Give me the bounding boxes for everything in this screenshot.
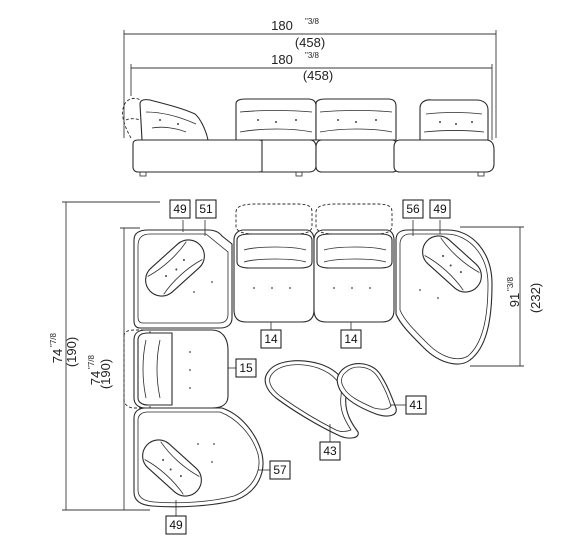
right-dimension (460, 226, 524, 367)
top-dim-outer-frac: "3/8 (305, 17, 320, 26)
label-module-j: 57 (269, 460, 291, 480)
top-dim-inner-in: 180 (271, 52, 293, 67)
label-module-e: 14 (260, 329, 282, 349)
left-dim-outer-label: 74 "7/8 (49, 332, 65, 363)
left-dim-inner-label: 74 "7/8 (87, 354, 103, 385)
module-right-curved (395, 229, 493, 365)
top-dimension-outer (123, 30, 497, 138)
label-module-h: 41 (405, 395, 427, 415)
front-elevation (122, 97, 495, 177)
module-center-left (233, 203, 315, 323)
label-module-h-text: 41 (409, 398, 423, 412)
top-dimension-inner (130, 64, 493, 140)
left-dim-inner-in: 74 (88, 371, 103, 385)
label-module-f-text: 14 (344, 332, 358, 346)
top-dim-outer-in: 180 (271, 18, 293, 33)
right-dim-cm-label: (232) (528, 283, 543, 313)
right-dim-label: 91 "3/8 (506, 276, 522, 307)
label-module-d-text: 49 (433, 202, 447, 216)
right-dim-in: 91 (507, 293, 522, 307)
left-dim-outer-in: 74 (50, 349, 65, 363)
leader-lines (175, 220, 441, 516)
label-module-j-text: 57 (273, 463, 287, 477)
label-module-b-text: 51 (199, 202, 213, 216)
label-module-i: 43 (319, 441, 341, 461)
left-dim-inner-cm: (190) (98, 359, 113, 389)
left-dim-inner-cm-label: (190) (98, 359, 113, 389)
left-dim-outer-cm: (190) (64, 337, 79, 367)
left-dim-outer-cm-label: (190) (64, 337, 79, 367)
label-module-b: 51 (195, 199, 217, 219)
module-corner-top-left (133, 229, 233, 329)
module-left-middle (123, 329, 229, 409)
label-module-i-text: 43 (323, 444, 337, 458)
label-module-a-text: 49 (173, 202, 187, 216)
label-module-k-text: 49 (169, 518, 183, 532)
top-dim-inner-cm: (458) (303, 68, 333, 83)
pebble-table-small (336, 363, 397, 417)
module-center-right (313, 203, 395, 323)
module-bottom-left-curved (133, 407, 264, 508)
top-dim-inner-frac: "3/8 (305, 51, 320, 60)
label-module-g: 15 (235, 358, 257, 378)
pebble-table-large (264, 360, 359, 439)
left-dim-outer-frac: "7/8 (49, 332, 58, 347)
left-dim-inner-frac: "7/8 (87, 354, 96, 369)
label-module-e-text: 14 (264, 332, 278, 346)
right-dim-cm: (232) (528, 283, 543, 313)
label-module-d: 49 (429, 199, 451, 219)
left-dimension-outer (62, 201, 160, 511)
label-module-c-text: 56 (406, 202, 420, 216)
top-dim-outer-cm: (458) (295, 35, 325, 50)
left-dimension-inner (120, 227, 140, 510)
right-dim-frac: "3/8 (506, 276, 515, 291)
label-module-f: 14 (340, 329, 362, 349)
label-module-g-text: 15 (239, 361, 253, 375)
label-module-a: 49 (169, 199, 191, 219)
label-module-c: 56 (402, 199, 424, 219)
label-module-k: 49 (165, 515, 187, 535)
